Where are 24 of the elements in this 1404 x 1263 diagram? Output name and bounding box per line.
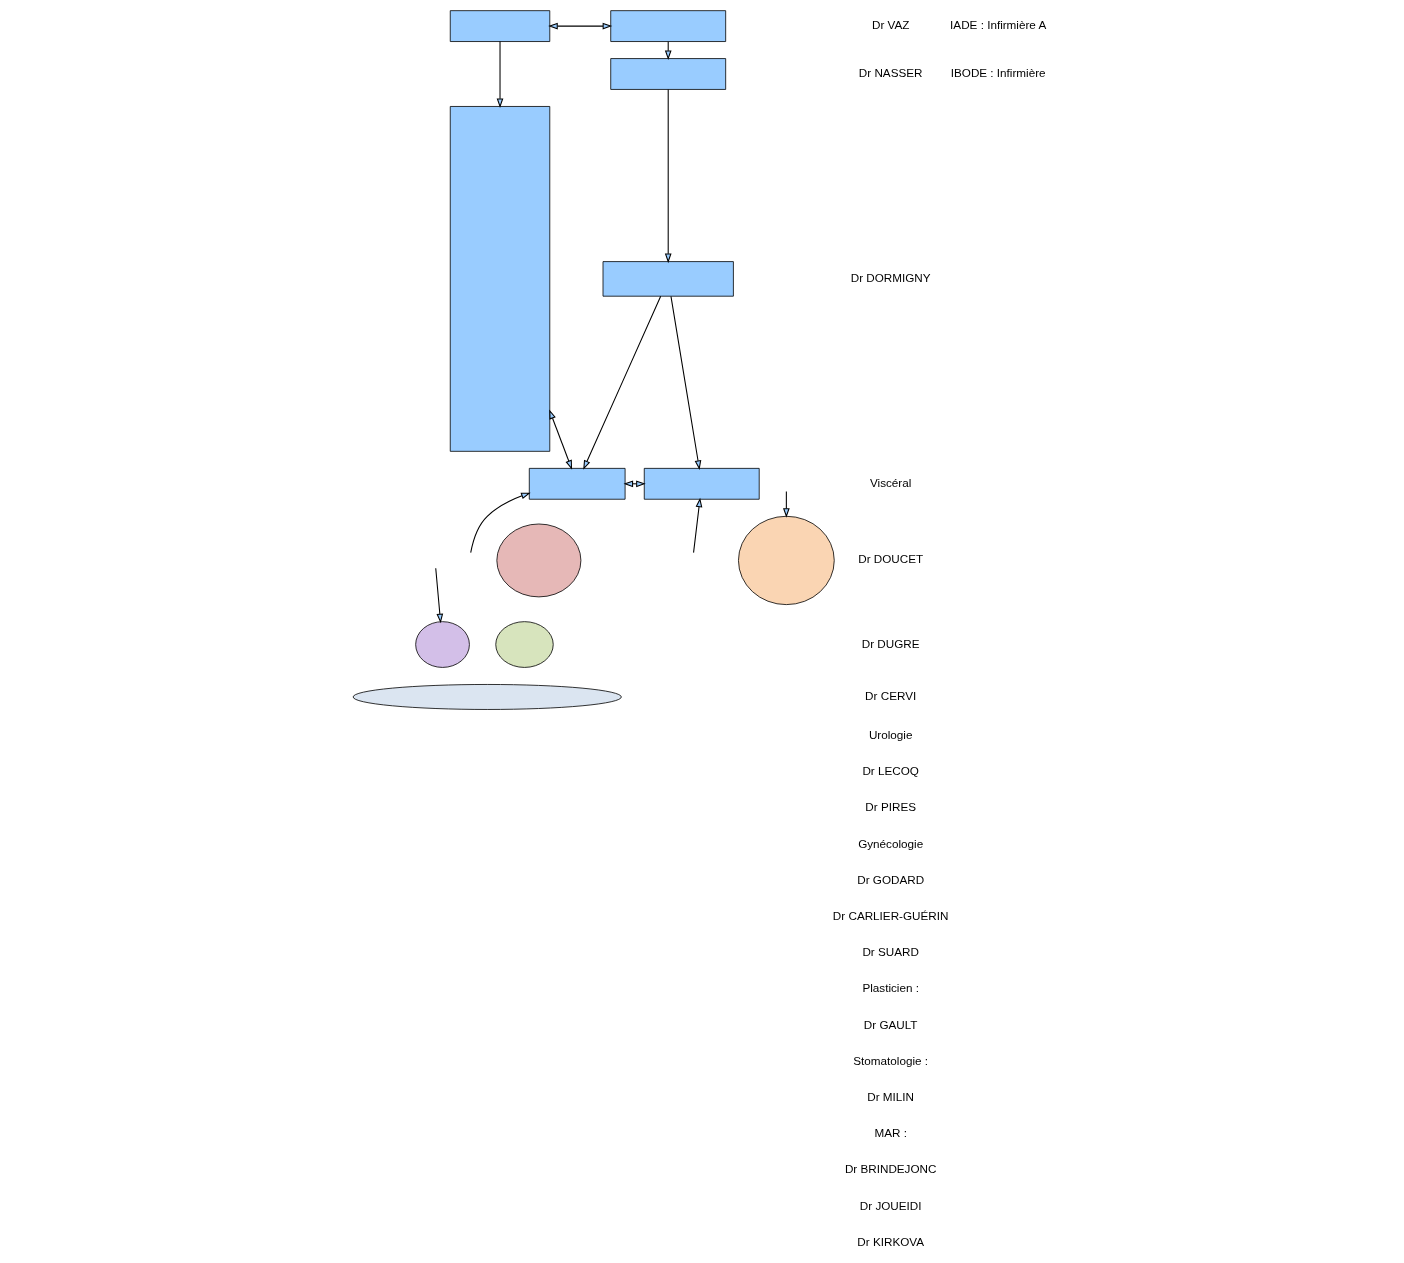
label: Dr JOUEIDI <box>859 1198 922 1212</box>
label: Dr BRINDEJONC <box>844 1162 937 1176</box>
label: Dr LECOQ <box>862 764 919 778</box>
label: Plasticien : <box>862 981 919 995</box>
label: Dr SUARD <box>862 945 919 959</box>
label: Dr KIRKOVA <box>857 1234 925 1248</box>
label: Gynécologie <box>858 836 924 850</box>
label: Dr GAULT <box>863 1017 918 1031</box>
label: Dr VAZ <box>871 18 910 32</box>
label: Dr GODARD <box>857 872 925 886</box>
label: Dr MILIN <box>867 1089 915 1103</box>
label: Dr CERVI <box>865 688 917 702</box>
label: Dr PIRES <box>865 800 916 814</box>
label: Viscéral <box>869 475 912 489</box>
label: Dr DORMIGNY <box>850 270 931 284</box>
label: Dr CARLIER-GUÉRIN <box>832 909 949 923</box>
label: Stomatologie : <box>853 1053 929 1067</box>
label: IADE : Infirmière A <box>950 18 1047 32</box>
label: MAR : <box>874 1126 907 1140</box>
label: IBODE : Infirmière <box>950 65 1046 79</box>
label: Urologie <box>868 728 913 742</box>
label: Dr DUGRE <box>861 636 920 650</box>
label: Dr DOUCET <box>858 552 924 566</box>
label: Dr NASSER <box>858 65 923 79</box>
